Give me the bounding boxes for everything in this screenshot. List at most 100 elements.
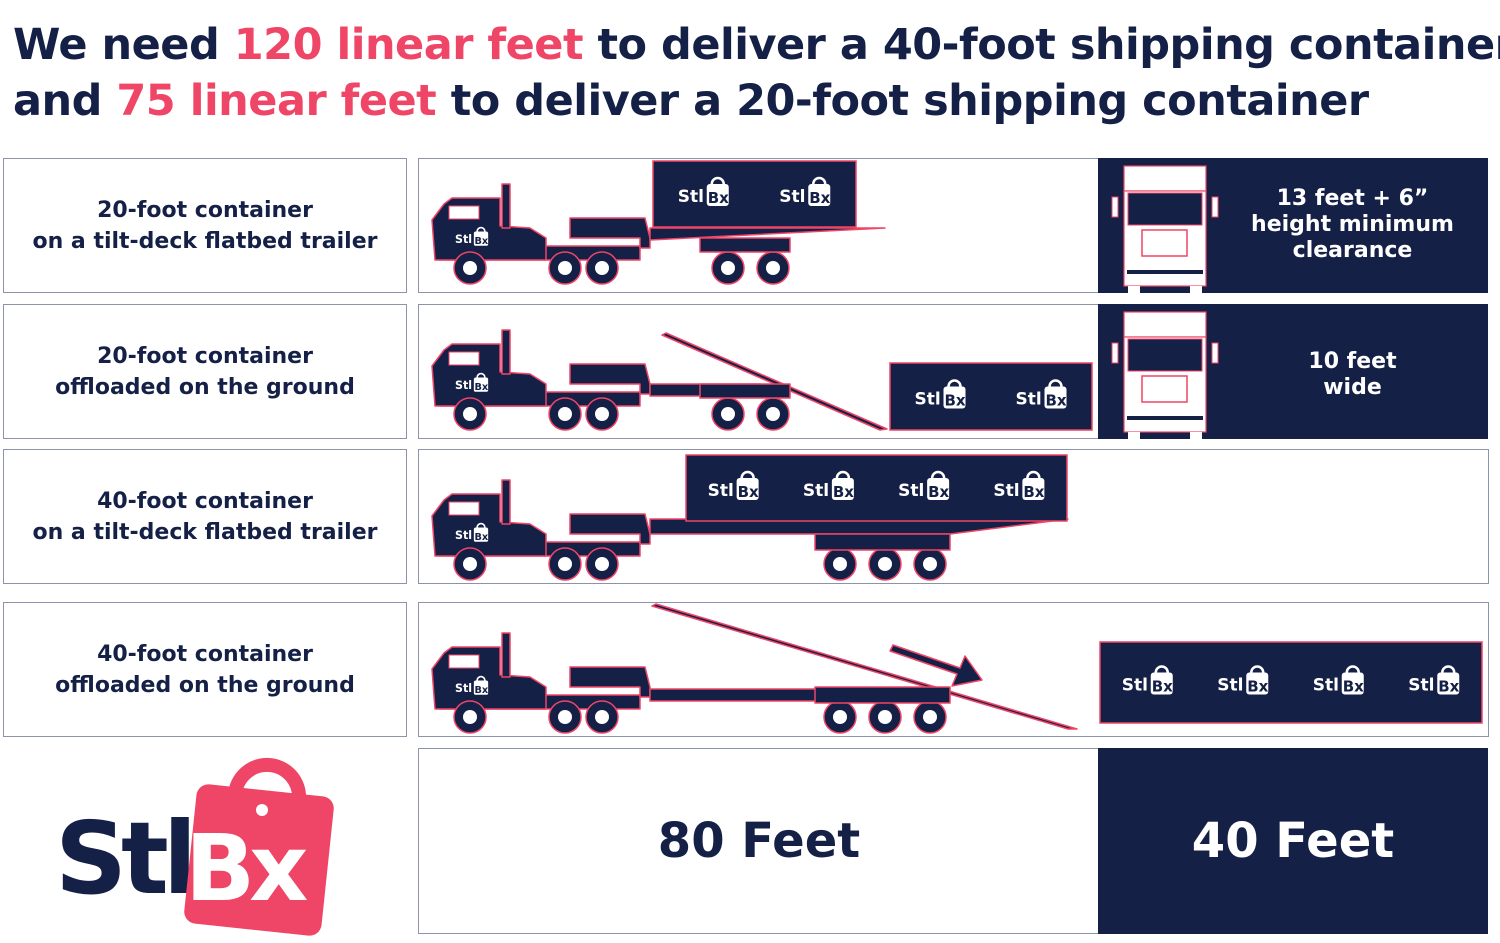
logo-text-stl: Stl — [55, 800, 191, 917]
wheel-hub — [721, 261, 735, 275]
tire-left — [1128, 432, 1140, 441]
wheel-hub — [463, 407, 477, 421]
logo-text-st: Stl — [1016, 390, 1042, 410]
spec-line: height minimum — [1251, 212, 1454, 237]
wheel-hub — [833, 557, 847, 571]
headline-text: and — [13, 76, 117, 126]
tilt-ramp — [661, 332, 888, 431]
wheel-hub — [558, 557, 572, 571]
logo-text-bx: Bx — [833, 483, 854, 501]
logo-bag — [1150, 672, 1173, 695]
logo-text-bx: Bx — [1247, 678, 1268, 696]
grille — [1141, 375, 1188, 403]
cab-window — [448, 205, 480, 220]
logo-bag — [706, 184, 729, 206]
rear-bogie — [814, 686, 951, 704]
label-line: 40-foot container — [97, 488, 313, 514]
logo-text-st: Stl — [455, 682, 472, 695]
logo-text-st: Stl — [898, 481, 924, 501]
logo-text-st: Stl — [678, 187, 704, 207]
trailer-gooseneck — [569, 363, 651, 395]
truck-length-value: 80 Feet — [657, 813, 861, 869]
logo-bag-handle — [1026, 470, 1041, 479]
wheel-hub — [833, 710, 847, 724]
headline-highlight: 120 linear feet — [233, 20, 584, 70]
container-length-box: 40 Feet — [1098, 748, 1488, 934]
logo-text-bx: Bx — [1046, 392, 1067, 410]
spec-line: 13 feet + 6” — [1276, 186, 1429, 211]
tire-right — [1190, 286, 1202, 295]
exhaust-stack — [501, 183, 511, 229]
logo-bag — [736, 478, 759, 500]
exhaust-stack — [501, 632, 511, 678]
logo-bag — [473, 377, 489, 392]
wheel-hub — [923, 557, 937, 571]
logo-text-st: Stl — [1313, 676, 1339, 696]
wheel-hub — [463, 710, 477, 724]
logo-bag — [1341, 672, 1364, 695]
wheel-hub — [463, 261, 477, 275]
label-line: 20-foot container — [97, 197, 313, 223]
logo-text-bx: Bx — [809, 189, 830, 207]
rear-bogie — [699, 383, 791, 399]
logo-text-bx: Bx — [475, 532, 489, 543]
container-length-value: 40 Feet — [1191, 813, 1395, 869]
logo-bag-handle — [1048, 379, 1063, 387]
label-line: 40-foot container — [97, 641, 313, 667]
tire-left — [1128, 286, 1140, 295]
tilt-ramp — [651, 603, 1078, 730]
logo-bag-handle — [710, 176, 725, 185]
wheel-hub — [595, 407, 609, 421]
grille — [1141, 229, 1188, 257]
logo-bag — [473, 231, 489, 246]
logo-text-bx: Bx — [185, 815, 307, 922]
trailer-gooseneck — [569, 513, 651, 545]
wheel-hub — [558, 407, 572, 421]
logo-bag-handle — [835, 470, 851, 479]
rear-bogie — [814, 533, 951, 551]
tire-right — [1190, 432, 1202, 441]
logo-bag — [943, 386, 966, 409]
label-line: offloaded on the ground — [55, 374, 355, 400]
logo-bag-handle — [476, 226, 486, 232]
tilt-deck — [649, 227, 886, 241]
logo-text-st: Stl — [708, 481, 734, 501]
wheel-hub — [766, 407, 780, 421]
logo-keyhole — [256, 804, 268, 816]
wheel-hub — [721, 407, 735, 421]
logo-bag — [927, 478, 950, 500]
mirror-right — [1211, 196, 1219, 218]
logo-text-st: Stl — [455, 233, 472, 246]
logo-text-bx: Bx — [1438, 678, 1459, 696]
logo-text-bx: Bx — [475, 236, 489, 247]
logo-text-bx: Bx — [708, 189, 729, 207]
bumper — [1127, 416, 1203, 420]
truck-box-top — [1123, 311, 1207, 338]
logo-bag-handle — [228, 758, 307, 800]
wheel-hub — [923, 710, 937, 724]
headline-text: to deliver a 40-foot shipping container — [583, 20, 1500, 70]
spec-line: 10 feet — [1308, 349, 1397, 374]
logo-text-bx: Bx — [1152, 678, 1173, 696]
spec-line: wide — [1323, 375, 1382, 400]
mirror-left — [1111, 342, 1119, 364]
logo-bag-handle — [476, 675, 486, 681]
windshield — [1127, 192, 1203, 226]
logo-text-st: Stl — [1122, 676, 1148, 696]
wheel-hub — [878, 710, 892, 724]
direction-arrow-icon — [889, 644, 983, 687]
truck-length-box: 80 Feet — [418, 748, 1100, 934]
